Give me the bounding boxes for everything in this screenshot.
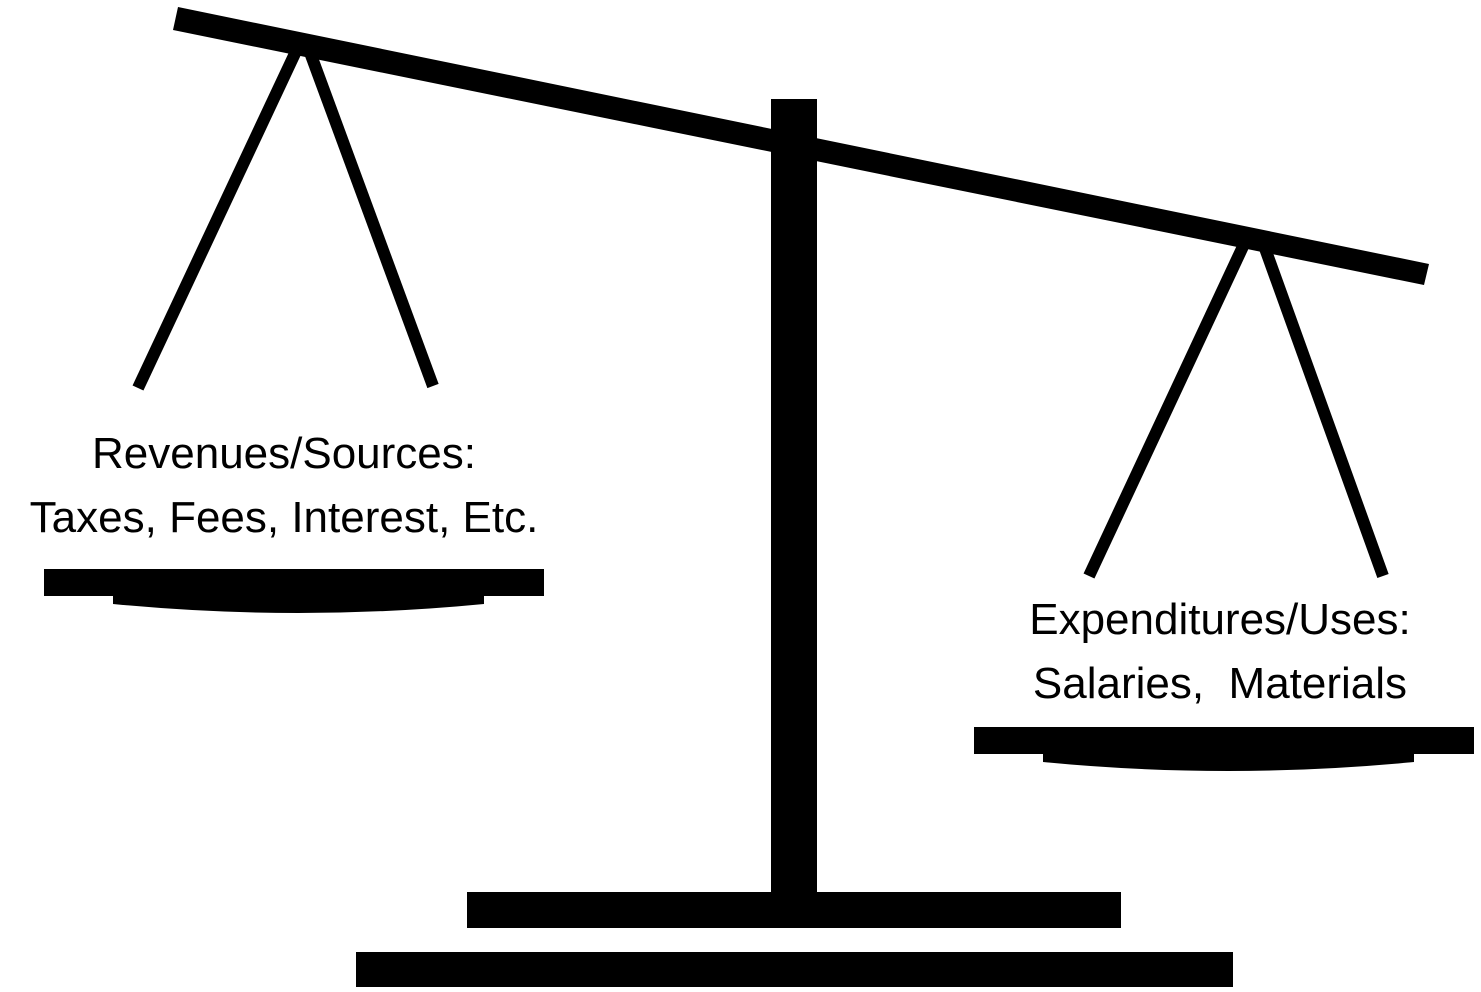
right-pan-dish	[1043, 751, 1414, 771]
left-pan-label: Revenues/Sources: Taxes, Fees, Interest,…	[0, 422, 568, 550]
left-pan-plate	[44, 569, 544, 596]
left-pan-dish	[113, 593, 484, 613]
scale-base-upper	[467, 892, 1121, 928]
right-hanger-inner	[1256, 237, 1389, 579]
right-pan-label: Expenditures/Uses: Salaries, Materials	[1000, 588, 1440, 716]
right-pan-plate	[974, 727, 1474, 754]
right-pan-heading: Expenditures/Uses:	[1029, 595, 1411, 644]
left-hanger-outer	[132, 44, 304, 391]
left-pan-items: Taxes, Fees, Interest, Etc.	[29, 493, 539, 542]
left-hanger-inner	[302, 44, 439, 389]
left-pan-heading: Revenues/Sources:	[92, 429, 476, 478]
right-hanger-outer	[1083, 237, 1252, 579]
right-pan-items: Salaries, Materials	[1032, 659, 1408, 708]
scale-base-lower	[356, 952, 1233, 992]
scale-post	[771, 99, 817, 895]
